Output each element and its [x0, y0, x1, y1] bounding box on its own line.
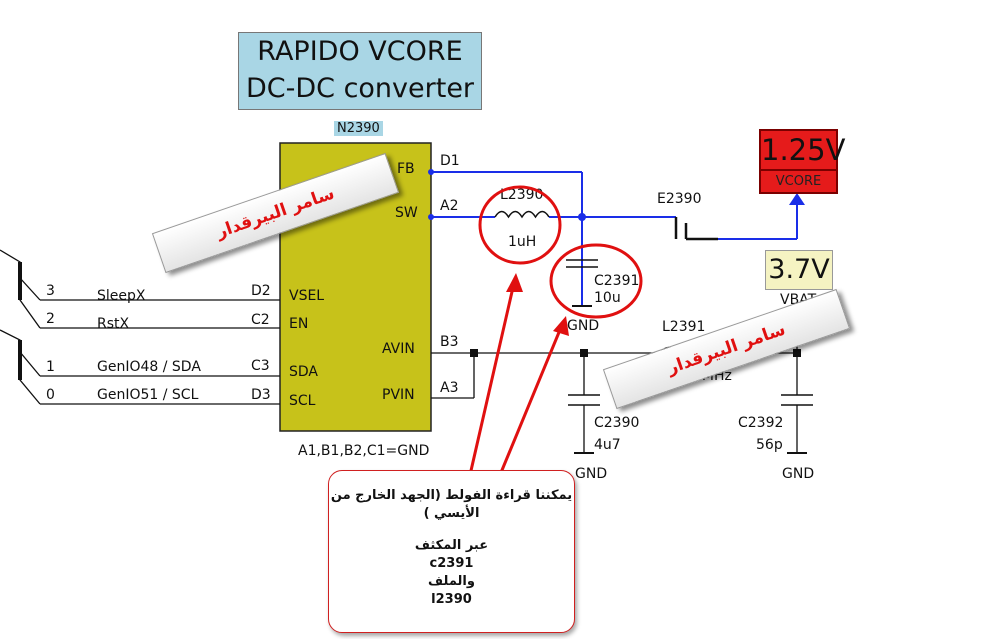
- junction-fb-sw: [578, 213, 586, 221]
- junction-avin-pvin: [470, 349, 478, 357]
- junction-vbat: [793, 349, 801, 357]
- vcore-voltage: 1.25V: [761, 131, 845, 171]
- gnd-label-c2391: GND: [567, 318, 599, 334]
- signal-name-rstx: RstX: [97, 316, 130, 332]
- signal-num-2: 2: [46, 311, 55, 327]
- callout-line-3: عبر المكثف: [414, 538, 489, 553]
- l2390-value: 1uH: [508, 234, 536, 250]
- signal-name-genio48: GenIO48 / SDA: [97, 359, 201, 375]
- pin-number-c3: C3: [251, 358, 270, 374]
- highlight-circle-l2390: [478, 185, 562, 265]
- signal-num-3: 3: [46, 283, 55, 299]
- callout-line-4: c2391: [429, 556, 474, 571]
- pin-number-d2: D2: [251, 283, 271, 299]
- vcore-voltage-box: 1.25V VCORE: [759, 129, 845, 194]
- c2390-value: 4u7: [594, 437, 621, 453]
- highlight-circle-c2391: [549, 243, 643, 319]
- ic-refdes: N2390: [334, 121, 383, 136]
- callout-line-1: يمكننا قراءة الفولط (الجهد الخارج من: [330, 488, 573, 503]
- c2391-value: 10u: [594, 290, 621, 306]
- callout-line-5: والملف: [428, 574, 475, 589]
- signal-name-genio51: GenIO51 / SCL: [97, 387, 199, 403]
- c2392-value: 56p: [756, 437, 783, 453]
- pin-number-a2: A2: [440, 198, 458, 214]
- callout-box: يمكننا قراءة الفولط (الجهد الخارج من الأ…: [328, 470, 575, 633]
- pin-label-avin: AVIN: [382, 341, 415, 357]
- inductor-l2390: [494, 210, 550, 219]
- pin-label-sw: SW: [395, 205, 418, 221]
- vcore-net-name: VCORE: [775, 174, 822, 189]
- pin-number-d1: D1: [440, 153, 460, 169]
- pin-number-b3: B3: [440, 334, 459, 350]
- arrow-head-c2391: [553, 316, 569, 336]
- vbat-voltage-box: 3.7V: [765, 250, 833, 290]
- callout-arrows: [468, 282, 564, 476]
- capacitor-c2392: [781, 394, 813, 406]
- pin-number-c2: C2: [251, 312, 270, 328]
- gnd-label-c2392: GND: [782, 466, 814, 482]
- pin-dot-sw: [428, 214, 434, 220]
- capacitor-c2391: [566, 259, 598, 268]
- title-line-2: DC-DC converter: [245, 73, 475, 104]
- pin-label-pvin: PVIN: [382, 387, 415, 403]
- pin-number-a3: A3: [440, 380, 458, 396]
- junction-c2390: [580, 349, 588, 357]
- pin-label-fb: FB: [397, 161, 415, 177]
- signal-num-0: 0: [46, 387, 55, 403]
- vcore-arrow: [789, 193, 805, 205]
- callout-line-2: الأيسي ): [423, 506, 480, 521]
- c2390-ref: C2390: [594, 415, 639, 431]
- arrow-head-l2390: [506, 273, 523, 292]
- signal-name-sleepx: SleepX: [97, 288, 146, 304]
- title-line-1: RAPIDO VCORE: [257, 36, 463, 67]
- control-wires: [0, 249, 280, 405]
- pin-dot-fb: [428, 169, 434, 175]
- pin-number-d3: D3: [251, 387, 271, 403]
- pin-label-vsel: VSEL: [289, 288, 324, 304]
- capacitor-c2390: [568, 394, 600, 406]
- ic-gnd-note: A1,B1,B2,C1=GND: [298, 443, 429, 459]
- pin-label-en: EN: [289, 316, 308, 332]
- pin-label-sda: SDA: [289, 364, 318, 380]
- pin-label-scl: SCL: [289, 393, 316, 409]
- c2392-ref: C2392: [738, 415, 783, 431]
- e2390-ref: E2390: [657, 191, 701, 207]
- l2391-ref: L2391: [662, 319, 705, 335]
- c2391-ref: C2391: [594, 273, 639, 289]
- callout-line-6: l2390: [431, 592, 472, 607]
- vcore-net: [431, 171, 798, 305]
- signal-num-1: 1: [46, 359, 55, 375]
- gnd-label-c2390: GND: [575, 466, 607, 482]
- l2390-ref: L2390: [500, 187, 543, 203]
- jumper-e2390: [674, 217, 718, 241]
- title-box: RAPIDO VCORE DC-DC converter: [238, 32, 482, 110]
